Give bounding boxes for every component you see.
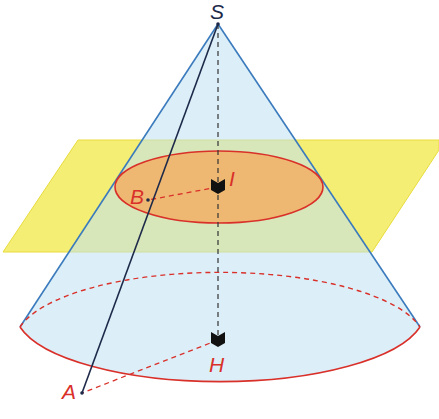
point-label: B [130, 186, 144, 207]
point-label: I [229, 168, 235, 189]
cone-body [20, 24, 420, 382]
right-angle-mark [211, 179, 225, 194]
section-radius [148, 187, 218, 200]
cone-axis [217, 24, 218, 340]
section-disk [115, 151, 323, 223]
point-dot [80, 391, 84, 395]
point-dot [216, 22, 220, 26]
point-dot [146, 198, 150, 202]
base-circle-back [20, 272, 420, 327]
base-circle-front [20, 327, 420, 382]
point-label: H [209, 354, 224, 375]
generatrix [82, 24, 218, 393]
right-angle-mark [211, 332, 225, 347]
point-label: A [62, 381, 76, 402]
point-label: S [210, 1, 224, 22]
base-radius [82, 340, 218, 393]
